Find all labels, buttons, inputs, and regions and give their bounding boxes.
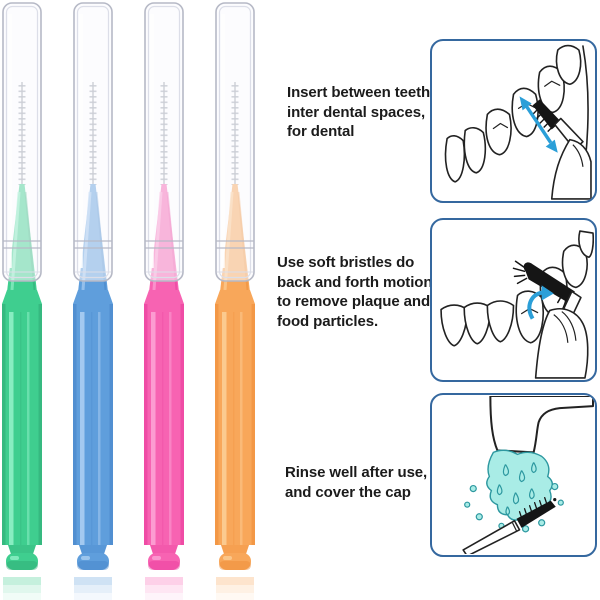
step-2-text: Use soft bristles do back and forth moti… xyxy=(277,253,433,331)
water-stream xyxy=(464,449,564,533)
brush-row xyxy=(0,0,270,600)
step-1-panel xyxy=(430,39,597,203)
brush-head-black xyxy=(532,99,561,130)
insert-direction-arrow xyxy=(519,96,558,153)
faucet xyxy=(489,396,594,454)
step-3-text: Rinse well after use, and cover the cap xyxy=(285,463,427,502)
brush-orange-graphic xyxy=(215,2,255,600)
step-1-line-3: for dental xyxy=(287,123,355,140)
brush-green xyxy=(0,0,46,600)
step-2-line-4: food particles. xyxy=(277,312,379,330)
brush-head-black xyxy=(523,262,575,303)
rotate-motion-arrow xyxy=(527,285,554,320)
brush-blue-graphic xyxy=(73,2,113,600)
step-1-text: Insert between teeth inter dental spaces… xyxy=(287,83,430,142)
brush-green-graphic xyxy=(2,2,42,600)
brush-pink xyxy=(140,0,188,600)
rinsed-brush xyxy=(462,496,557,554)
step-2-line-3: to remove plaque and xyxy=(277,293,431,310)
back-and-forth-illustration xyxy=(440,230,594,379)
brush-pink-graphic xyxy=(144,2,184,600)
step-1-line-1: Insert between teeth xyxy=(287,84,431,101)
step-1-line-2: inter dental spaces, xyxy=(287,103,426,121)
brush-blue xyxy=(69,0,117,600)
insert-between-teeth-illustration xyxy=(444,44,592,200)
step-3-line-1: Rinse well after use, xyxy=(285,464,428,481)
brush-orange xyxy=(211,0,259,600)
step-2-panel xyxy=(430,218,597,382)
step-3-line-2: and cover the cap xyxy=(285,483,411,501)
step-2-line-1: Use soft bristles do xyxy=(277,254,415,271)
step-2-line-2: back and forth motion xyxy=(277,273,433,291)
step-3-panel xyxy=(430,393,597,557)
rinse-under-faucet-illustration xyxy=(462,396,594,554)
